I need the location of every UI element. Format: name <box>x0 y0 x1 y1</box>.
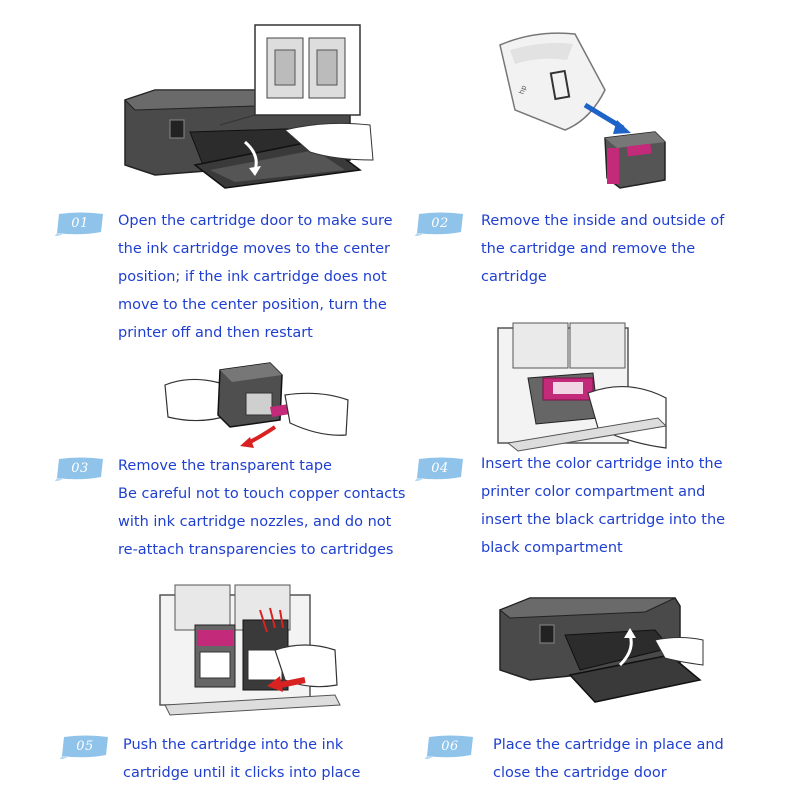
illustration-open-door <box>124 24 374 189</box>
step-line: Push the cartridge into the ink <box>123 737 344 753</box>
step-line: black compartment <box>481 540 623 556</box>
step-number: 06 <box>441 739 459 754</box>
step-line: cartridge until it clicks into place <box>123 765 361 781</box>
step-number: 05 <box>76 739 94 754</box>
step-line: position; if the ink cartridge does not <box>118 269 387 285</box>
illustration-unpack-cartridge: hp <box>499 32 666 189</box>
step-line: close the cartridge door <box>493 765 667 781</box>
step-badge-02: 02 <box>415 212 465 236</box>
step-badge-01: 01 <box>55 212 105 236</box>
illustration-remove-tape <box>164 362 349 448</box>
step-line: cartridge <box>481 269 547 285</box>
illustration-insert-color <box>497 322 668 452</box>
illustration-push-cartridge <box>159 584 341 716</box>
step-line: move to the center position, turn the <box>118 297 387 313</box>
step-line: Be careful not to touch copper contacts <box>118 486 406 502</box>
step-text-03: Remove the transparent tape Be careful n… <box>118 452 405 564</box>
step-badge-03: 03 <box>55 457 105 481</box>
svg-text:hp: hp <box>518 84 529 96</box>
step-number: 02 <box>431 216 449 231</box>
step-text-06: Place the cartridge in place and close t… <box>493 731 724 787</box>
step-line: re-attach transparencies to cartridges <box>118 542 394 558</box>
step-line: Insert the color cartridge into the <box>481 456 723 472</box>
step-line: Remove the transparent tape <box>118 458 332 474</box>
step-badge-04: 04 <box>415 457 465 481</box>
step-text-02: Remove the inside and outside of the car… <box>481 207 724 291</box>
step-line: Place the cartridge in place and <box>493 737 724 753</box>
step-line: printer color compartment and <box>481 484 706 500</box>
step-number: 04 <box>431 461 449 476</box>
step-line: Open the cartridge door to make sure <box>118 213 393 229</box>
step-badge-05: 05 <box>60 735 110 759</box>
step-badge-06: 06 <box>425 735 475 759</box>
step-line: the cartridge and remove the <box>481 241 696 257</box>
illustration-close-door <box>499 597 704 703</box>
step-line: the ink cartridge moves to the center <box>118 241 390 257</box>
step-number: 01 <box>71 216 89 231</box>
step-line: with ink cartridge nozzles, and do not <box>118 514 392 530</box>
step-text-05: Push the cartridge into the ink cartridg… <box>123 731 360 787</box>
step-text-01: Open the cartridge door to make sure the… <box>118 207 393 347</box>
step-number: 03 <box>71 461 89 476</box>
step-line: insert the black cartridge into the <box>481 512 726 528</box>
step-line: printer off and then restart <box>118 325 313 341</box>
step-line: Remove the inside and outside of <box>481 213 725 229</box>
step-text-04: Insert the color cartridge into the prin… <box>481 450 725 562</box>
